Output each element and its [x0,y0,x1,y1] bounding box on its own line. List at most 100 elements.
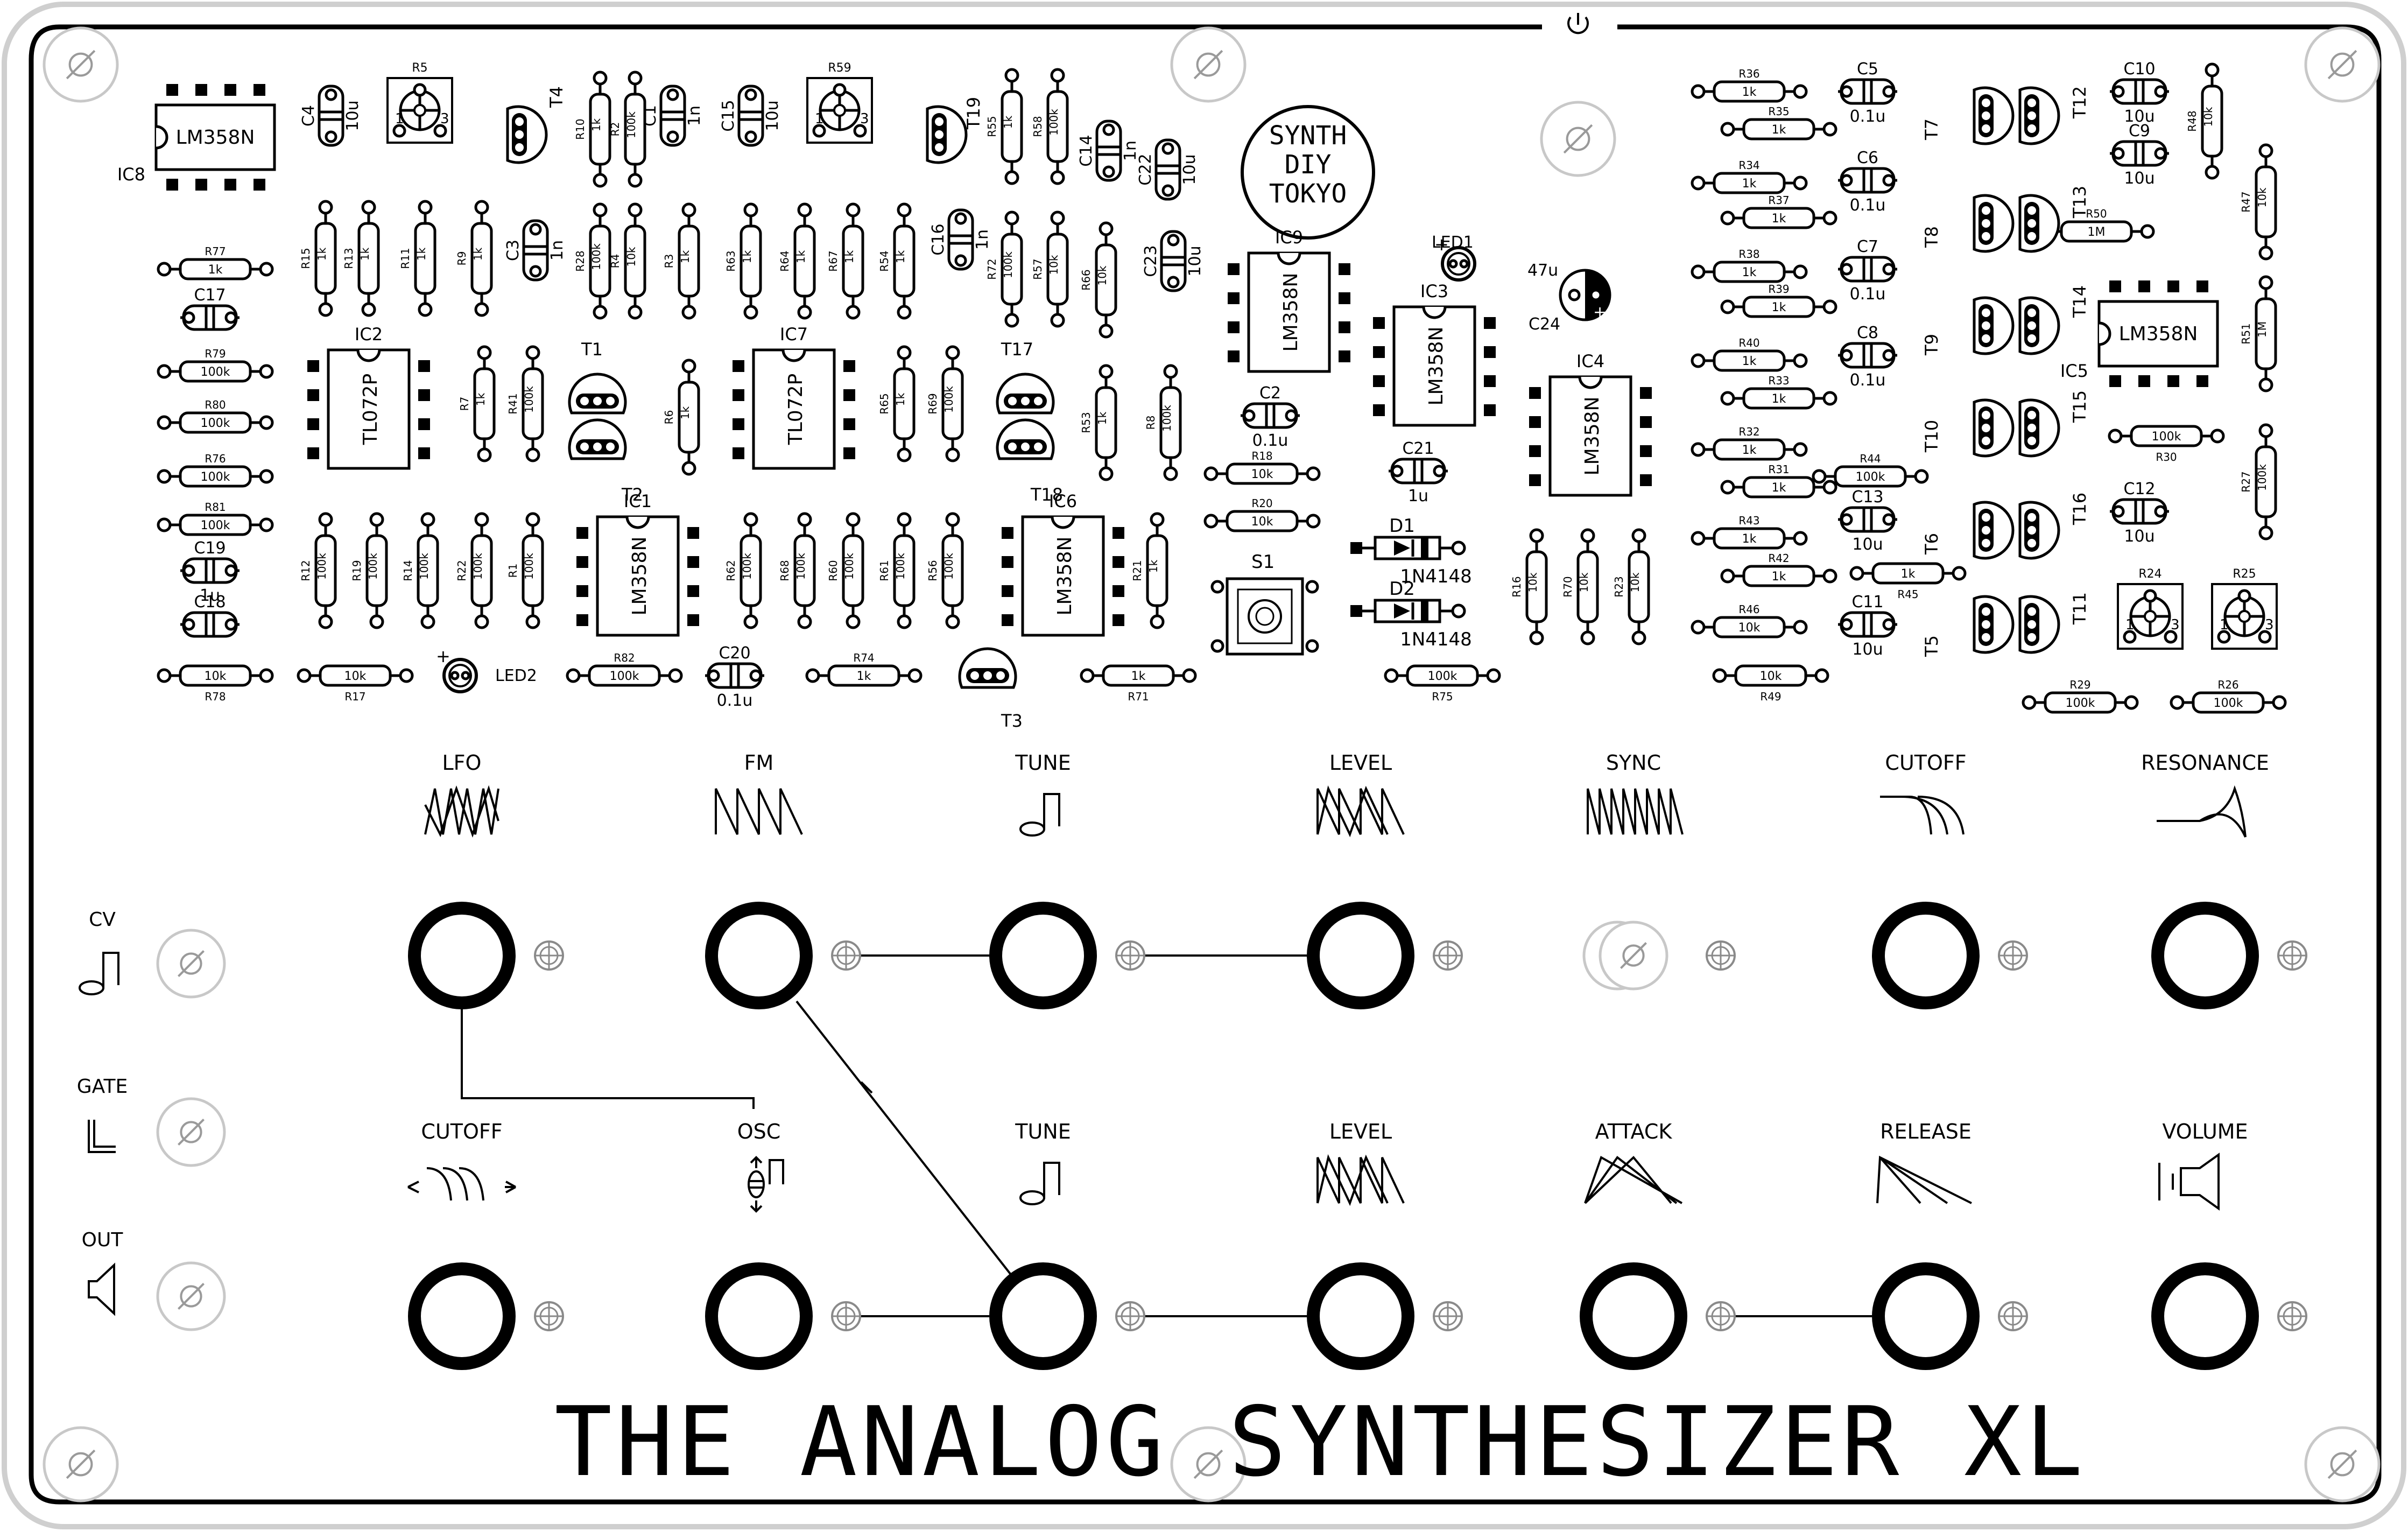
resistor-value: 100k [590,243,603,270]
resistor-ref: R53 [1080,412,1093,433]
resistor-value: 100k [1428,670,1458,683]
led-LED2: LED2+ [436,646,537,693]
polarity-mark: + [1593,303,1607,322]
resistor-ref: R60 [827,560,840,581]
resistor-value: 1k [794,250,807,263]
resistor-ref: R82 [614,651,635,664]
ic-part: LM358N [1425,327,1447,406]
resistor-ref: R28 [574,250,587,271]
knob-release-bottom[interactable] [1872,1262,1980,1370]
resistor-value: 1k [1742,444,1757,457]
capacitor-ref: C5 [1857,60,1878,79]
resistor-ref: R75 [1432,690,1453,703]
knob-tune-top[interactable] [989,902,1097,1009]
transistor-T5: T5 [1921,595,2015,657]
ic-ref: IC7 [780,324,808,345]
transistor-T14: T14 [2018,285,2090,355]
level-wave-icon [1316,785,1405,838]
mounting-hole-icon [43,26,119,103]
capacitor-value: 1n [548,240,567,261]
resistor-ref: R31 [1768,463,1789,476]
resistor-value: 100k [741,553,754,580]
mounting-hole-icon [1540,101,1616,177]
knob-level-top[interactable] [1307,902,1414,1009]
resistor-ref: R43 [1738,514,1759,527]
knob-volume-bottom[interactable] [2151,1262,2259,1370]
resistor-value: 1k [1742,355,1757,368]
capacitor-ref: C3 [504,240,523,261]
resistor-ref: R42 [1768,552,1789,565]
switch-S1[interactable]: S1 [1210,551,1319,656]
resistor-value: 100k [315,553,328,580]
capacitor-ref: C17 [194,286,226,305]
transistor-ref: T16 [2069,493,2090,525]
transistor-ref: T17 [1001,339,1033,360]
capacitor-value: 1u [200,586,220,605]
knob-lfo-top[interactable] [408,902,516,1009]
knob-level-bottom[interactable] [1307,1262,1414,1370]
pin-label: 3 [2265,617,2274,633]
resistor-value: 100k [2214,697,2243,710]
knob-fm-top[interactable] [705,902,813,1009]
capacitor-value: 10u [1186,245,1205,276]
transistor-T1: T1 [568,339,627,415]
resistor-value: 100k [201,417,230,430]
brand-line-3: TOKYO [1269,179,1347,209]
power-icon[interactable] [1567,13,1589,34]
target-pad-icon [1115,1301,1145,1331]
resistor-ref: R14 [402,560,414,581]
knob-attack-bottom[interactable] [1580,1262,1687,1370]
empty-knob-hole-icon [1599,921,1668,991]
capacitor-ref: C1 [641,105,660,127]
resistor-ref: R78 [205,690,226,703]
resonance-curve-icon [2157,785,2247,838]
patch-wire-tick [860,1081,873,1094]
capacitor-value: 1u [1408,487,1428,505]
knob-tune-bottom[interactable] [989,1262,1097,1370]
resistor-value: 10k [1526,572,1539,592]
knob-cutoff-bottom[interactable] [408,1262,516,1370]
resistor-ref: R33 [1768,374,1789,387]
resistor-ref: R36 [1738,67,1759,80]
knob-resonance-top[interactable] [2151,902,2259,1009]
resistor-ref: R48 [2186,110,2199,131]
resistor-value: 1M [2256,321,2269,338]
knob-cutoff-top[interactable] [1872,902,1980,1009]
resistor-ref: R63 [724,250,737,271]
knob-label: ATTACK [1595,1120,1673,1143]
transistor-T3: T3 [958,647,1023,731]
resistor-ref: R39 [1768,283,1789,296]
knob-label: TUNE [1015,1120,1071,1143]
capacitor-ref: C22 [1136,153,1155,185]
filter-curve-icon [1880,796,1965,835]
knob-osc-bottom[interactable] [705,1262,813,1370]
capacitor-value: 10u [2124,107,2154,126]
